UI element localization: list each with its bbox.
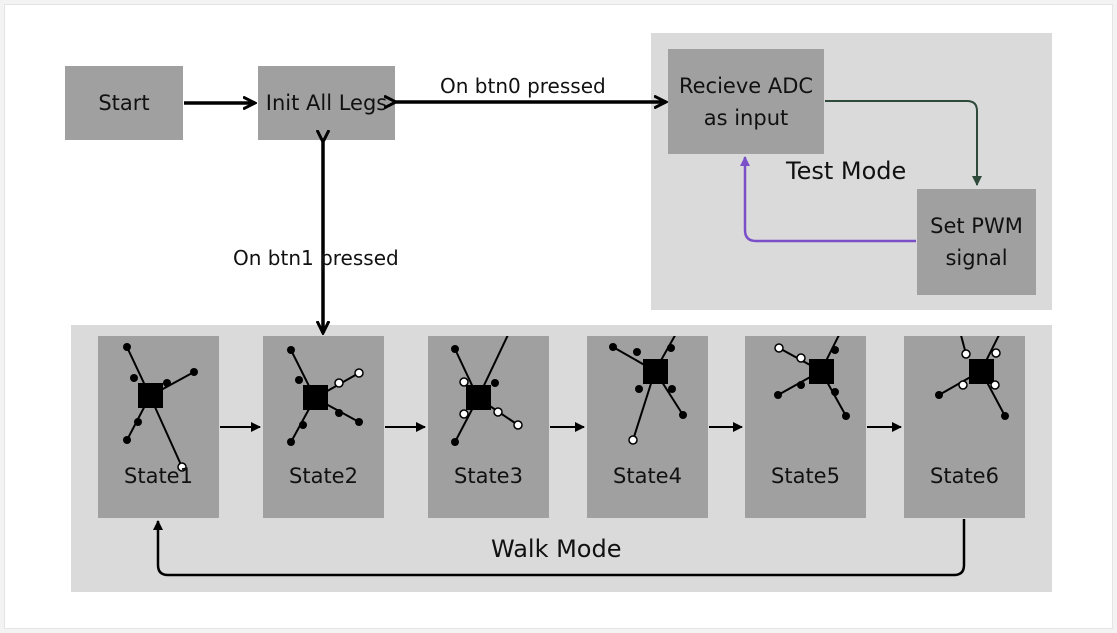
walk-mode-label: Walk Mode [491,535,622,563]
btn1-edge-label: On btn1 pressed [233,246,399,270]
leg-pose-icon [774,336,850,420]
test-mode-label: Test Mode [786,157,907,185]
start-node: Start [65,66,183,140]
leg-pose-icon [123,343,198,472]
edge-pwm-to-adc [740,156,916,243]
edge-adc-to-pwm [825,100,982,186]
state-6-node: State6 [904,336,1025,518]
leg-pose-icon [609,336,687,445]
state-label: State1 [124,464,193,488]
state-1-node: State1 [98,336,219,518]
state-3-node: State3 [428,336,549,518]
edge-state6-to-state1 [153,519,966,577]
state-label: State6 [930,464,999,488]
leg-pose-icon [451,336,523,446]
state-4-node: State4 [587,336,708,518]
leg-pose-icon [935,336,1009,420]
state-5-node: State5 [745,336,866,518]
walk-mode-region [71,325,1052,592]
leg-pose-icon [287,346,364,446]
state-label: State3 [454,464,523,488]
btn0-edge-label: On btn0 pressed [440,74,606,98]
receive-adc-node: Recieve ADC as input [668,49,824,154]
state-label: State2 [289,464,358,488]
set-pwm-node: Set PWM signal [917,189,1036,295]
state-2-node: State2 [263,336,384,518]
state-label: State5 [771,464,840,488]
init-all-legs-node: Init All Legs [258,66,395,140]
state-label: State4 [613,464,682,488]
